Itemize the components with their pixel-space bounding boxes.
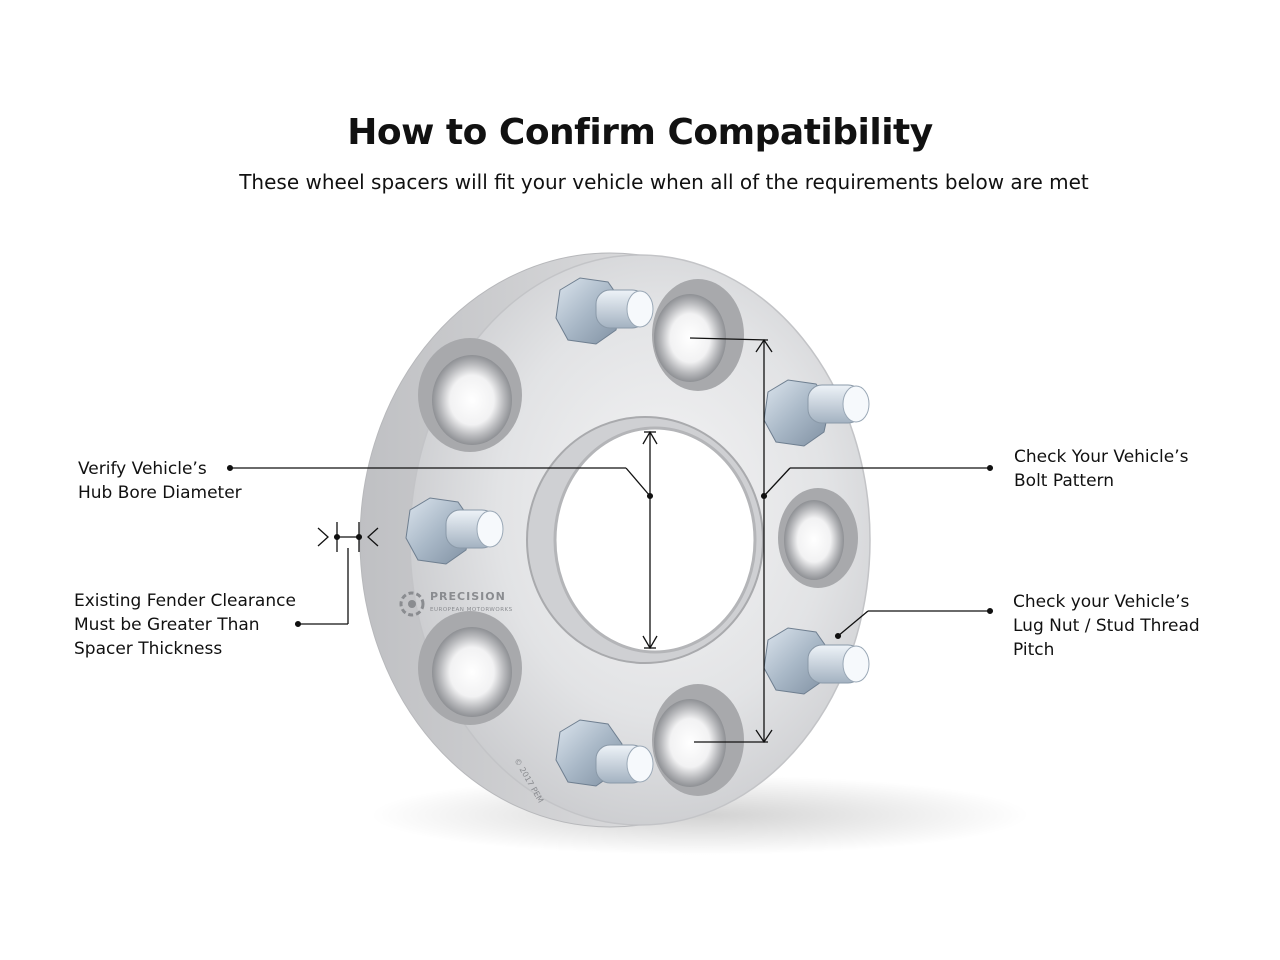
hub-bore-leader-line (226, 464, 654, 500)
page-subtitle: These wheel spacers will fit your vehicl… (239, 170, 1089, 194)
callout-thread-pitch: Check your Vehicle’s Lug Nut / Stud Thre… (1013, 590, 1200, 662)
spacer-thickness-indicator (317, 522, 379, 552)
callout-fender-line2: Must be Greater Than (74, 615, 260, 635)
bolt-hole (652, 684, 744, 796)
lug-nut-with-stud (405, 497, 504, 565)
fender-clearance-leader-line (294, 548, 349, 628)
brand-tagline: EUROPEAN MOTORWORKS (430, 607, 513, 613)
callout-thread-pitch-line3: Pitch (1013, 640, 1055, 660)
brand-logo-icon (399, 591, 425, 617)
callout-hub-bore-line2: Hub Bore Diameter (78, 483, 242, 503)
bolt-hole (778, 488, 858, 588)
bolt-pattern-dimension-arrow (689, 337, 773, 744)
lug-nut-with-stud (555, 277, 654, 345)
callout-bolt-pattern: Check Your Vehicle’s Bolt Pattern (1014, 445, 1188, 493)
lug-nut-with-stud (763, 627, 870, 695)
bolt-pattern-leader-line (760, 464, 994, 500)
bolt-hole (418, 338, 522, 452)
bolt-hole (652, 279, 744, 391)
lug-nut-with-stud (555, 719, 654, 787)
callout-bolt-pattern-line2: Bolt Pattern (1014, 471, 1115, 491)
brand-name: PRECISION (430, 590, 506, 603)
callout-bolt-pattern-line1: Check Your Vehicle’s (1014, 447, 1189, 467)
callout-fender-line1: Existing Fender Clearance (74, 591, 296, 611)
callout-thread-pitch-line2: Lug Nut / Stud Thread (1013, 616, 1200, 636)
hub-bore (553, 426, 757, 654)
callout-fender-line3: Spacer Thickness (74, 639, 223, 659)
bolt-hole (418, 611, 522, 725)
page-title: How to Confirm Compatibility (347, 112, 933, 153)
callout-hub-bore: Verify Vehicle’s Hub Bore Diameter (78, 457, 242, 505)
callout-thread-pitch-line1: Check your Vehicle’s (1013, 592, 1190, 612)
callout-hub-bore-line1: Verify Vehicle’s (78, 459, 207, 479)
lug-nut-with-stud (763, 379, 870, 447)
callout-fender-clearance: Existing Fender Clearance Must be Greate… (74, 589, 296, 661)
hub-bore-dimension-arrow (642, 430, 658, 650)
thread-pitch-leader-line (834, 607, 994, 640)
